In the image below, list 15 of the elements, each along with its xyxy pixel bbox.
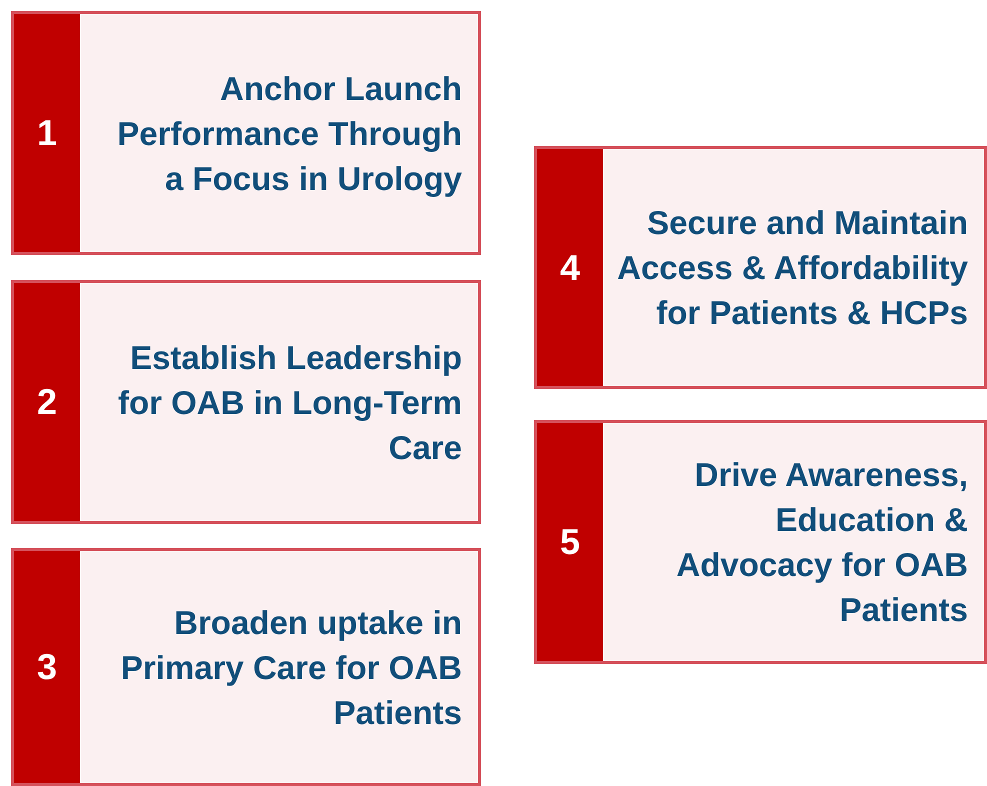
goal-text: Establish Leadership for OAB in Long-Term Care [116, 338, 462, 468]
goal-card [534, 146, 987, 389]
goal-text: Anchor Launch Performance Through a Focus in Urology [116, 68, 462, 199]
goal-text: Broaden uptake in Primary Care for OAB Patients [120, 602, 462, 732]
step-number: 2 [36, 381, 58, 423]
step-number: 3 [36, 646, 58, 688]
goal-card [534, 420, 987, 664]
goal-card [11, 548, 481, 786]
goal-text: Drive Awareness, Education & Advocacy for OAB Patients [675, 455, 968, 630]
goal-card [11, 280, 481, 524]
step-number: 1 [36, 112, 58, 154]
step-number: 4 [560, 246, 580, 288]
step-number: 5 [560, 521, 580, 563]
goal-text: Secure and Maintain Access & Affordability for Patients & HCPs [617, 203, 968, 333]
goal-card [11, 11, 481, 255]
